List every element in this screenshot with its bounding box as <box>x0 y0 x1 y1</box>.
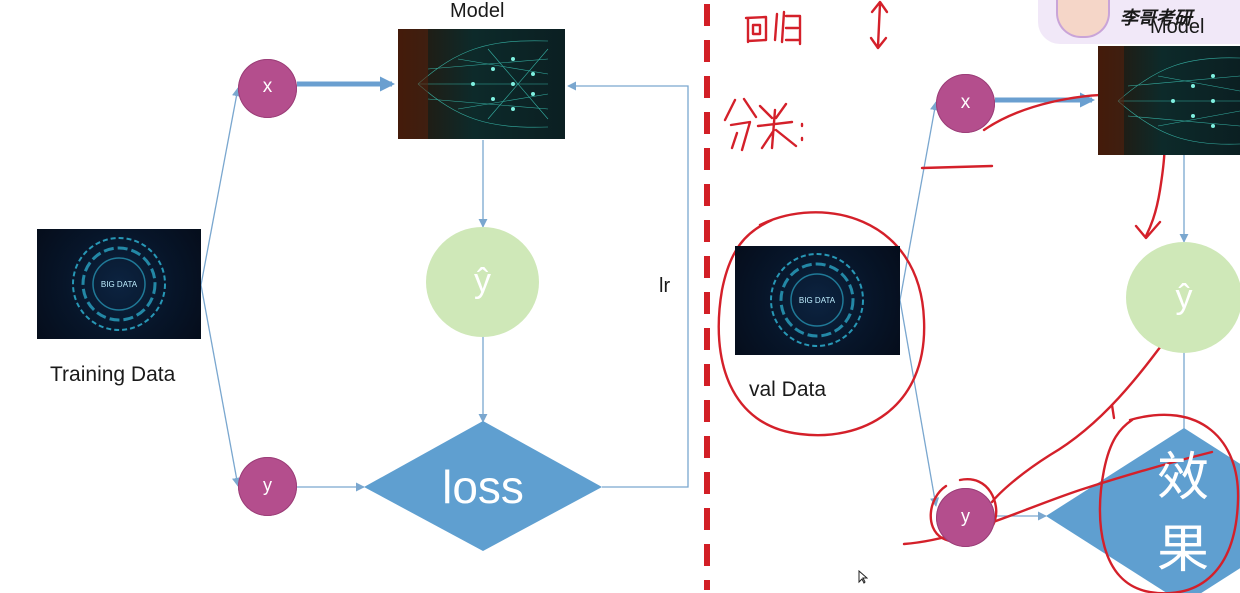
big-data-graphic: BIG DATA <box>770 253 864 347</box>
big-data-graphic: BIG DATA <box>72 237 166 331</box>
effect-label-bottom: 果 <box>1156 521 1209 579</box>
watermark-text: 李哥考研 <box>1120 8 1192 28</box>
loss-diamond <box>364 421 602 551</box>
left-y-node <box>238 457 297 516</box>
right-model-label: Model <box>1150 16 1205 38</box>
right-y-node <box>936 488 995 547</box>
right-x-node <box>936 74 995 133</box>
mouse-cursor-icon <box>858 570 868 584</box>
left-model-image <box>398 29 565 139</box>
big-data-text: BIG DATA <box>101 280 138 289</box>
left-x-node <box>238 59 297 118</box>
val-data-label: val Data <box>749 378 827 401</box>
left-model-label: Model <box>450 0 505 22</box>
right-yhat-node <box>1126 242 1240 353</box>
effect-label-top: 效 <box>1156 449 1209 507</box>
loss-label: loss <box>442 461 524 513</box>
neural-network-graphic <box>398 29 549 139</box>
lr-label: lr <box>659 275 671 297</box>
right-val-data-image: BIG DATA <box>735 246 900 355</box>
left-yhat-label: ŷ <box>474 262 491 300</box>
right-x-label: x <box>960 92 971 113</box>
right-model-image <box>1098 46 1240 155</box>
big-data-text: BIG DATA <box>799 296 836 305</box>
left-y-label: y <box>263 475 272 495</box>
right-yhat-label: ŷ <box>1175 278 1193 316</box>
right-y-label: y <box>961 506 970 526</box>
effect-diamond <box>1046 428 1240 593</box>
avatar <box>1056 0 1110 38</box>
left-training-data-image: BIG DATA <box>37 229 201 339</box>
training-data-label: Training Data <box>50 363 176 386</box>
neural-network-graphic <box>1098 46 1240 155</box>
left-x-label: x <box>262 76 273 97</box>
left-yhat-node <box>426 227 539 337</box>
left-connectors <box>200 76 689 492</box>
